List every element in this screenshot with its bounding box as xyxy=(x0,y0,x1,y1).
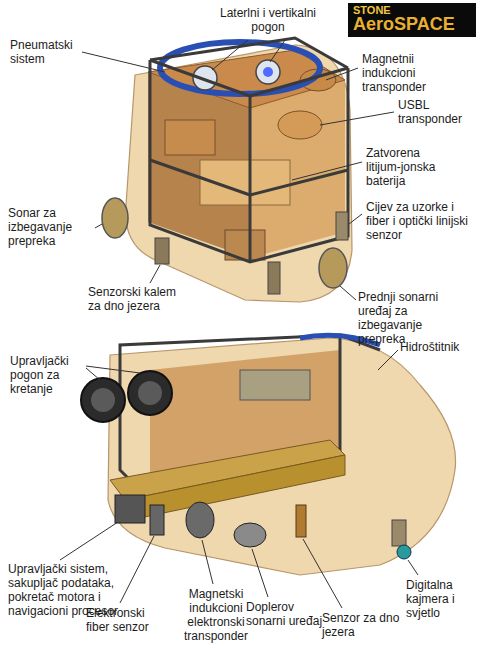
camera-mount xyxy=(392,520,406,546)
leader-line xyxy=(60,522,118,560)
leader-line xyxy=(408,560,418,575)
fiber-sensor xyxy=(150,505,164,535)
frame-rail xyxy=(249,96,252,262)
component xyxy=(165,120,215,155)
leader-line xyxy=(292,162,362,180)
leader-line xyxy=(120,536,154,603)
callout-label: Prednji sonarni uređaj za izbegavanje pr… xyxy=(358,290,458,346)
leader-line xyxy=(340,286,356,300)
logo-text: AeroSPACE xyxy=(353,14,473,34)
leader-line xyxy=(82,52,165,72)
doppler-sonar xyxy=(234,523,266,547)
sensor-post xyxy=(268,262,280,294)
callout-label: Sonar za izbegavanje prepreka xyxy=(8,206,94,248)
leader-line xyxy=(252,549,268,597)
frame-rail xyxy=(150,60,250,96)
side-sonar xyxy=(102,198,128,238)
leader-line xyxy=(202,540,213,584)
callout-label: Magnetnii indukcioni transponder xyxy=(362,52,442,94)
propulsion-thruster xyxy=(128,371,172,415)
leader-line xyxy=(150,265,160,283)
callout-label: Hidroštitnik xyxy=(400,340,476,354)
callout-label: Pneumatski sistem xyxy=(10,38,82,66)
hydroshield xyxy=(108,338,456,575)
leader-line xyxy=(95,224,102,228)
control-box xyxy=(115,495,145,523)
leader-line xyxy=(378,350,398,370)
leader-line xyxy=(86,368,100,380)
thruster-hub xyxy=(91,388,115,412)
camera-light xyxy=(397,545,411,559)
bottom-vehicle xyxy=(81,335,456,575)
frame-rail xyxy=(250,170,348,195)
lateral-thruster xyxy=(256,60,280,84)
leader-line xyxy=(303,539,342,608)
leader-line xyxy=(212,40,248,70)
sample-tube xyxy=(336,212,348,240)
frame xyxy=(150,38,348,262)
callout-label: Senzor za dno jezera xyxy=(322,611,404,639)
induction-transponder xyxy=(186,502,214,538)
leader-line xyxy=(349,214,362,224)
callout-label: Laterlni i vertikalni pogon xyxy=(207,6,329,34)
handle-ring xyxy=(160,42,320,94)
frame-rail xyxy=(150,160,250,195)
usbl-dome xyxy=(278,111,322,139)
leader-line xyxy=(326,68,358,80)
callout-label: Zatvorena litijum-jonska baterija xyxy=(366,146,458,188)
frame-rail xyxy=(250,68,348,96)
callout-label: Senzorski kalem za dno jezera xyxy=(88,285,188,313)
logo-box xyxy=(348,3,476,37)
callout-label: Digitalna kajmera i svjetlo xyxy=(406,578,476,620)
callout-label: Cijev za uzorke i fiber i optički linijs… xyxy=(366,200,472,242)
propulsion-thruster xyxy=(81,378,125,422)
thruster-light xyxy=(263,67,273,77)
leader-line xyxy=(86,366,140,373)
callout-label: Upravljački pogon za kretanje xyxy=(10,354,86,396)
thruster-hub xyxy=(138,381,162,405)
sensor-coil xyxy=(155,238,169,264)
callout-label: Elektronski fiber senzor xyxy=(86,606,162,634)
callout-label: USBL transponder xyxy=(398,98,474,126)
leader-line xyxy=(320,112,394,125)
front-sonar xyxy=(319,248,347,288)
top-vehicle xyxy=(102,38,352,302)
frame-rail xyxy=(150,60,348,262)
frame-rail xyxy=(150,38,348,68)
cylinder xyxy=(240,370,310,400)
bottom-sensor xyxy=(296,505,306,537)
leader-line xyxy=(270,40,285,62)
